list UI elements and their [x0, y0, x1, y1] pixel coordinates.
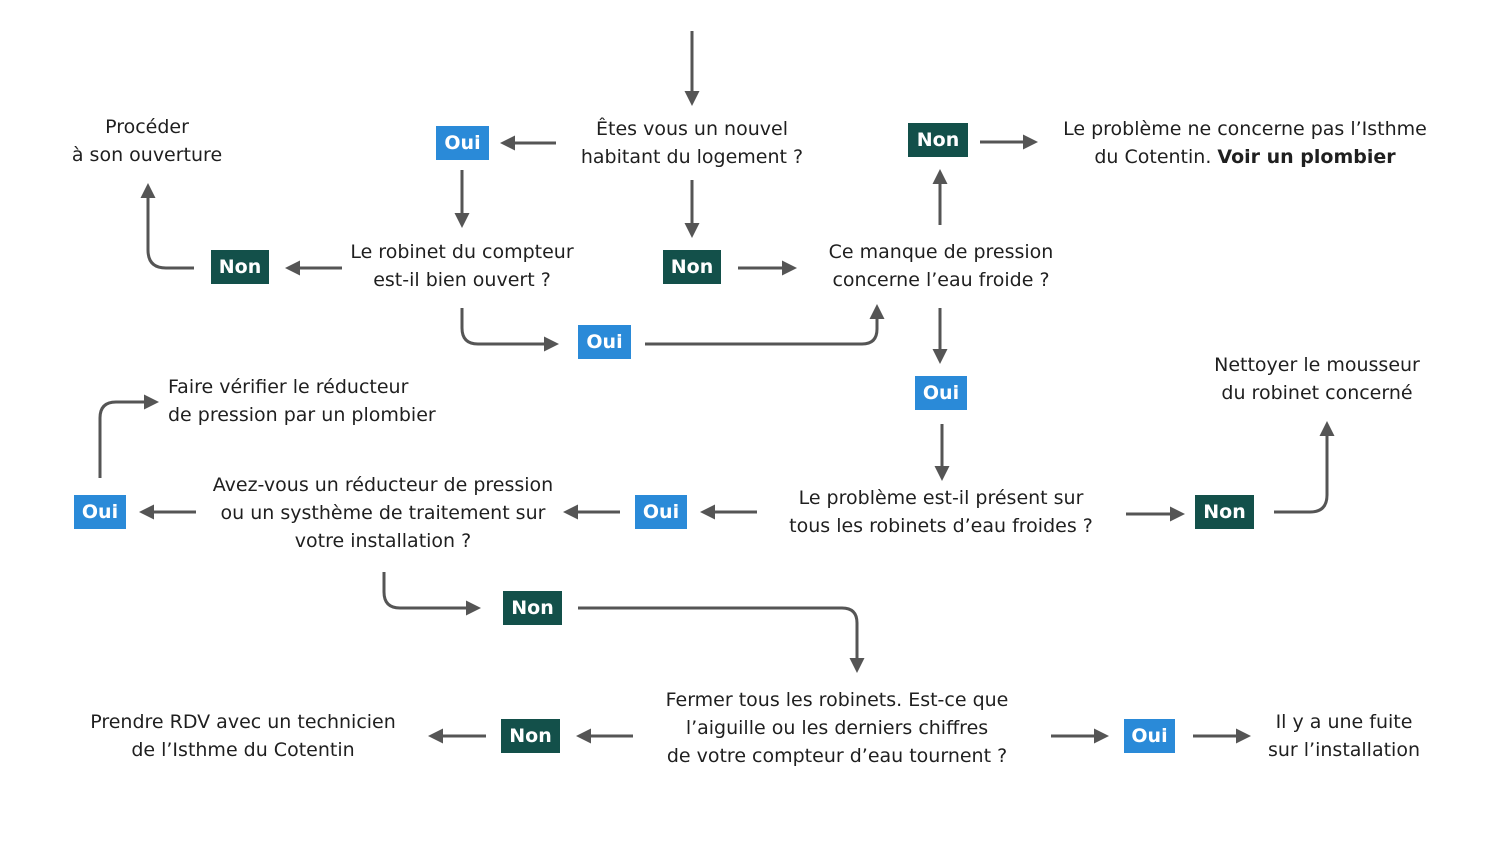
node-pas-isthme: Le problème ne concerne pas l’Isthme du … [1040, 115, 1450, 171]
node-rdv: Prendre RDV avec un technicien de l’Isth… [73, 708, 413, 764]
arrow-non-proceder [140, 183, 194, 270]
node-pas-isthme-line-2: du Cotentin. Voir un plombier [1040, 143, 1450, 171]
arrow-oui-reducteur [98, 394, 159, 478]
badge-non: Non [211, 250, 269, 284]
node-fuite-line-2: sur l’installation [1267, 739, 1421, 761]
node-fermer: Fermer tous les robinets. Est-ce que l’a… [642, 686, 1032, 770]
node-probleme-present-line-1: Le problème est-il présent sur [798, 487, 1084, 509]
node-fuite-line-1: Il y a une fuite [1275, 711, 1413, 733]
badge-oui: Oui [578, 325, 631, 359]
node-fuite: Il y a une fuite sur l’installation [1254, 708, 1434, 764]
node-nettoyer-line-2: du robinet concerné [1221, 382, 1413, 404]
node-probleme-present-line-2: tous les robinets d’eau froides ? [789, 515, 1093, 537]
node-pas-isthme-prefix: du Cotentin. [1094, 146, 1212, 168]
arrow-oui-to-q3 [645, 304, 885, 346]
badge-oui: Oui [1124, 719, 1175, 753]
badge-non: Non [908, 123, 968, 157]
node-proceder-line-2: à son ouverture [71, 144, 223, 166]
node-fermer-line-2: l’aiguille ou les derniers chiffres [685, 717, 989, 739]
arrow-q2-oui [460, 308, 559, 352]
arrow-non-q6 [578, 606, 865, 673]
node-manque-pression: Ce manque de pression concerne l’eau fro… [806, 238, 1076, 294]
node-avez-vous-line-3: votre installation ? [294, 530, 472, 552]
voir-plombier-text: Voir un plombier [1217, 146, 1396, 168]
node-nouvel-habitant: Êtes vous un nouvel habitant du logement… [552, 115, 832, 171]
badge-oui: Oui [74, 495, 126, 529]
node-avez-vous-line-1: Avez-vous un réducteur de pression [212, 474, 554, 496]
node-manque-pression-line-2: concerne l’eau froide ? [832, 269, 1050, 291]
node-fermer-line-3: de votre compteur d’eau tournent ? [666, 745, 1008, 767]
badge-non: Non [663, 250, 721, 284]
node-nettoyer-line-1: Nettoyer le mousseur [1214, 354, 1420, 376]
badge-oui: Oui [436, 126, 489, 160]
arrow-q5-non [382, 572, 481, 616]
node-fermer-line-1: Fermer tous les robinets. Est-ce que [665, 689, 1009, 711]
badge-oui: Oui [915, 376, 967, 410]
node-robinet-compteur: Le robinet du compteur est-il bien ouver… [332, 238, 592, 294]
arrow-non-nettoyer [1274, 421, 1335, 514]
badge-non: Non [503, 591, 562, 625]
badge-non: Non [501, 719, 560, 753]
node-avez-vous-line-2: ou un systhème de traitement sur [220, 502, 546, 524]
node-nouvel-habitant-line-2: habitant du logement ? [580, 146, 804, 168]
node-robinet-compteur-line-1: Le robinet du compteur [350, 241, 574, 263]
node-avez-vous: Avez-vous un réducteur de pression ou un… [193, 471, 573, 555]
node-nouvel-habitant-line-1: Êtes vous un nouvel [596, 118, 788, 140]
node-proceder-line-1: Procéder [105, 116, 189, 138]
badge-oui: Oui [635, 495, 687, 529]
node-reducteur: Faire vérifier le réducteur de pression … [168, 373, 458, 429]
node-manque-pression-line-1: Ce manque de pression [828, 241, 1054, 263]
node-robinet-compteur-line-2: est-il bien ouvert ? [373, 269, 551, 291]
badge-non: Non [1195, 495, 1254, 529]
node-rdv-line-1: Prendre RDV avec un technicien [90, 711, 396, 733]
node-reducteur-line-1: Faire vérifier le réducteur [168, 376, 409, 398]
node-proceder: Procéder à son ouverture [47, 113, 247, 169]
node-nettoyer: Nettoyer le mousseur du robinet concerné [1197, 351, 1437, 407]
node-pas-isthme-line-1: Le problème ne concerne pas l’Isthme [1063, 118, 1427, 140]
node-probleme-present: Le problème est-il présent sur tous les … [766, 484, 1116, 540]
node-rdv-line-2: de l’Isthme du Cotentin [131, 739, 355, 761]
node-reducteur-line-2: de pression par un plombier [168, 404, 436, 426]
